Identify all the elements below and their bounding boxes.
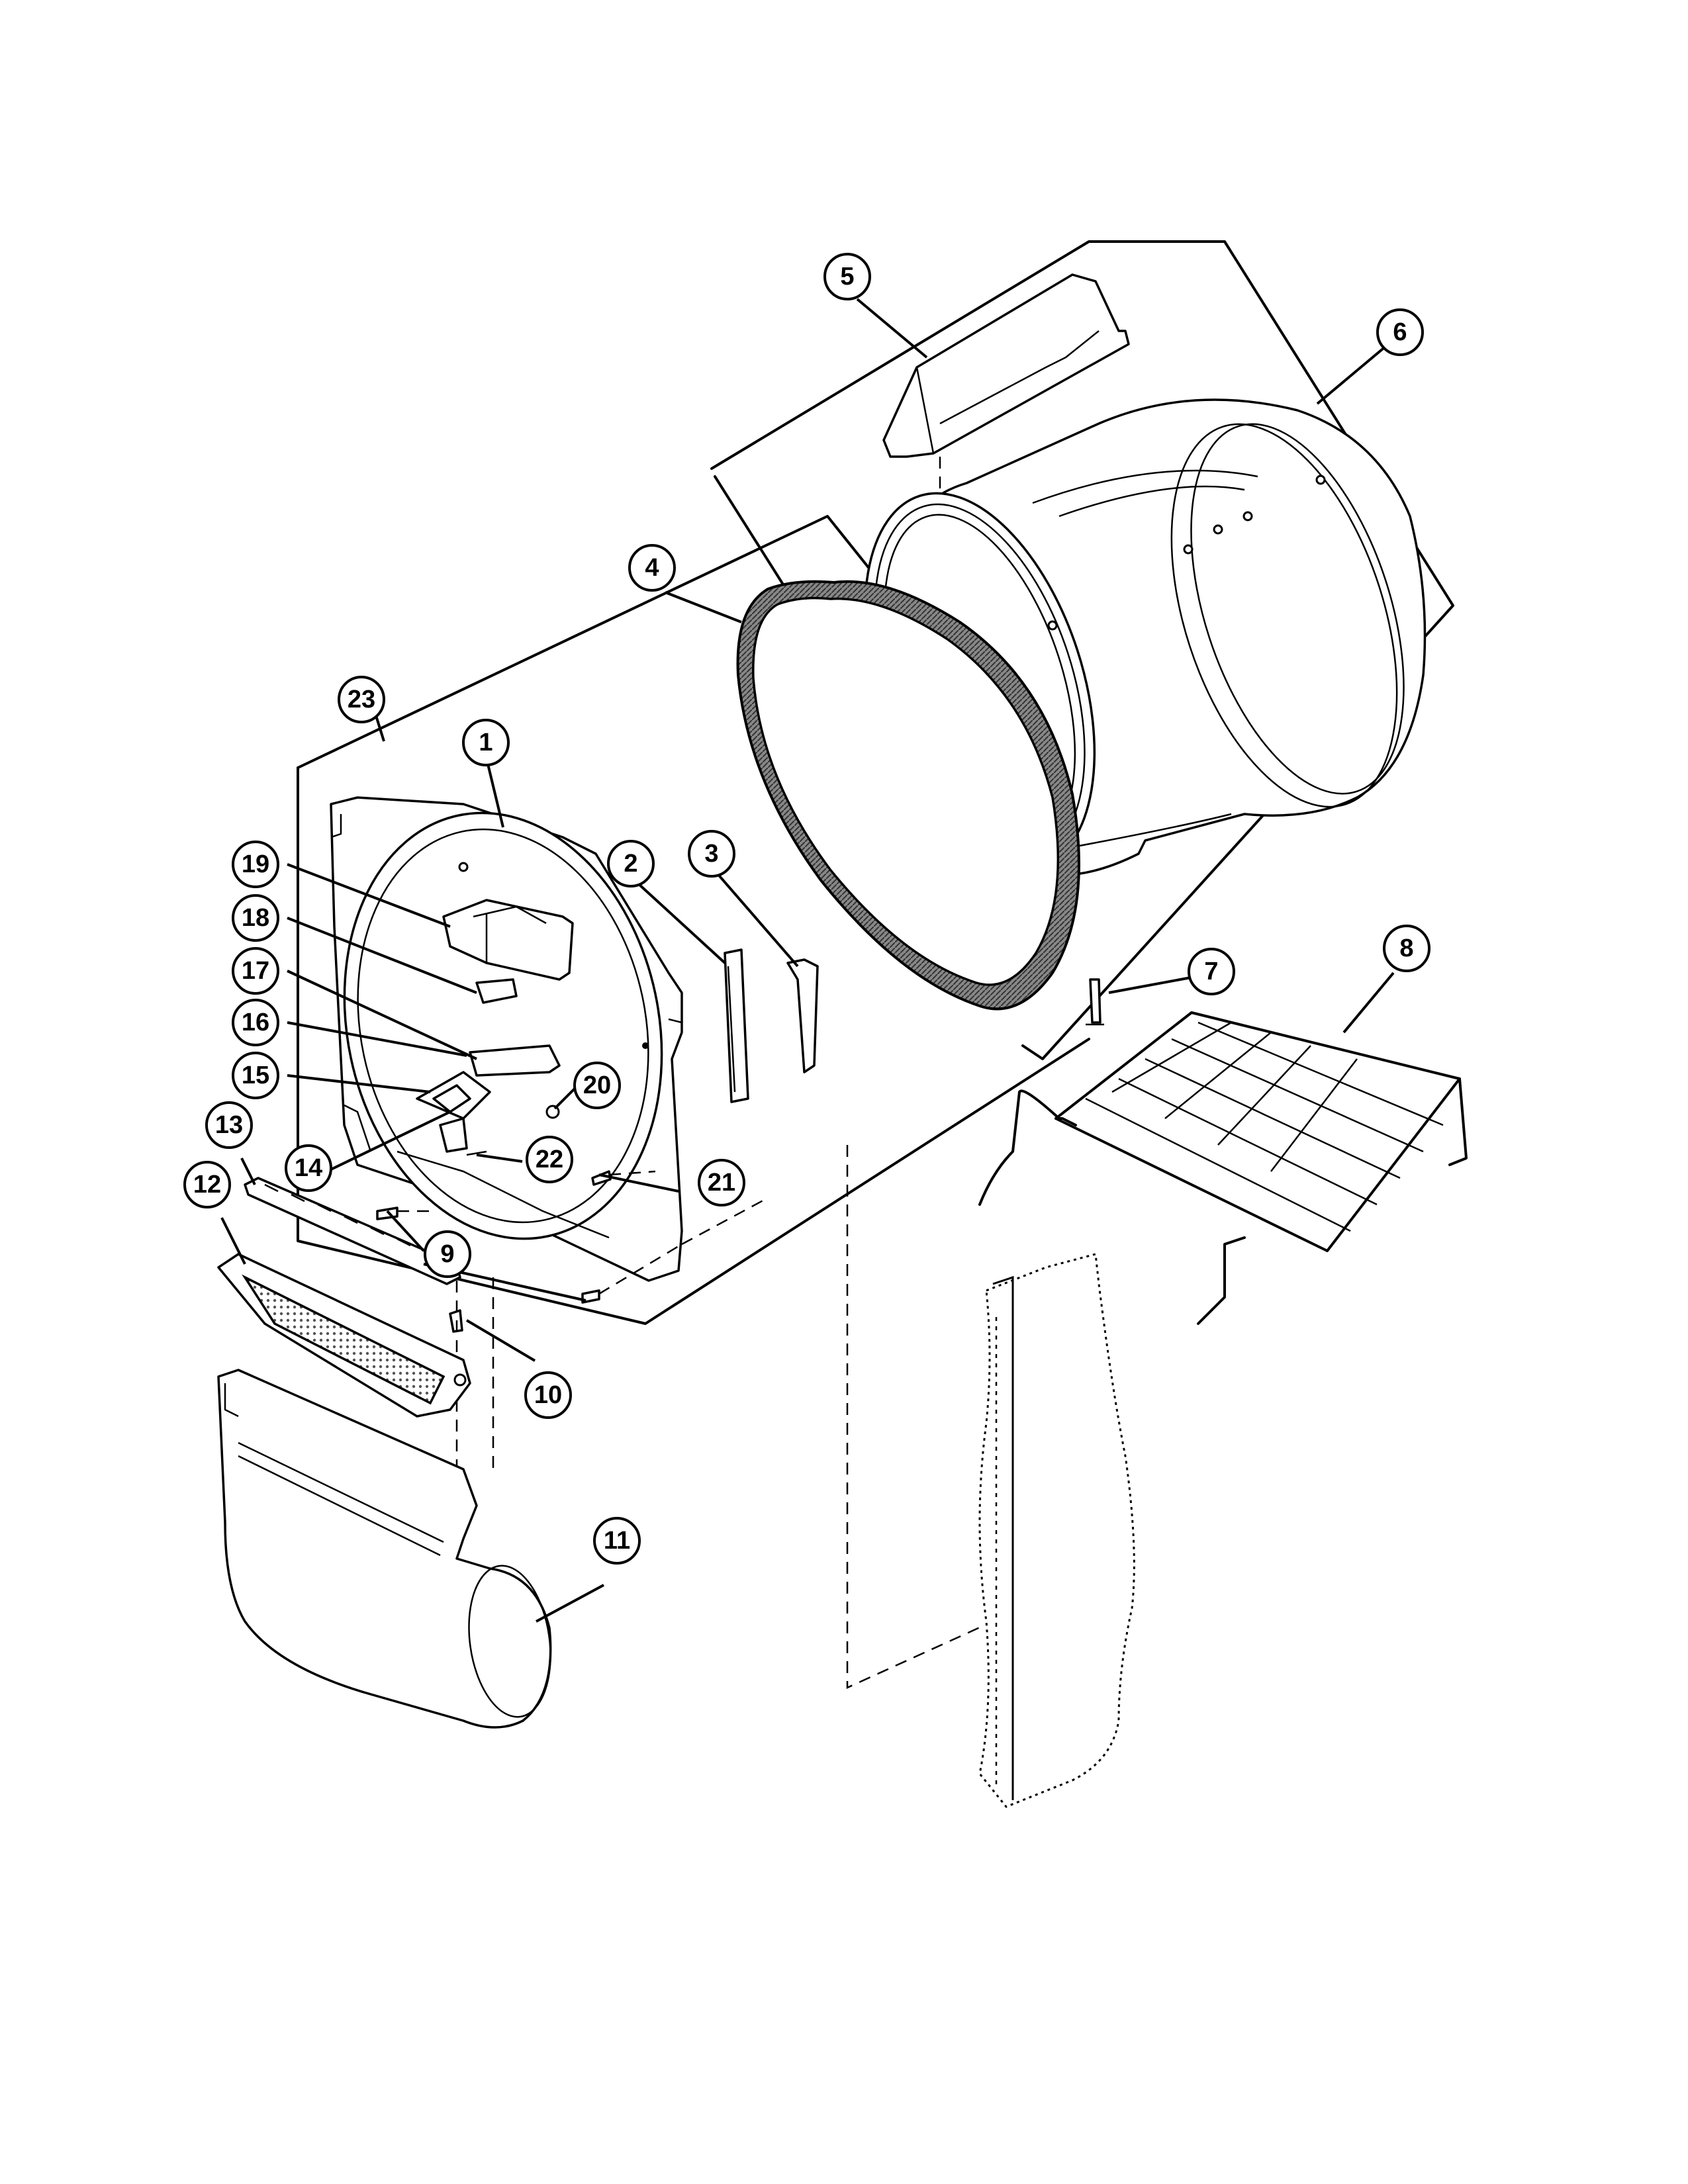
svg-text:7: 7 — [1204, 958, 1218, 985]
callout-6: 6 — [1376, 308, 1424, 356]
callout-16: 16 — [232, 999, 279, 1046]
drum-assembly-outline — [710, 240, 1454, 1060]
svg-text:15: 15 — [242, 1062, 269, 1089]
svg-text:4: 4 — [645, 554, 659, 582]
callout-2: 2 — [607, 840, 655, 887]
switch-bracket — [469, 1044, 561, 1077]
lint-screen — [217, 1253, 471, 1418]
callout-14: 14 — [285, 1144, 332, 1192]
callout-10: 10 — [524, 1371, 572, 1419]
callout-7: 7 — [1188, 948, 1235, 995]
svg-text:9: 9 — [440, 1240, 454, 1268]
front-bulkhead — [330, 796, 683, 1282]
screw-21 — [591, 1170, 612, 1186]
callout-23: 23 — [338, 676, 385, 723]
panel-dashed-guide — [846, 1145, 994, 1689]
door-switch-plunger — [475, 978, 518, 1004]
callout-19: 19 — [232, 841, 279, 888]
door-latch-strike — [724, 948, 749, 1103]
svg-text:19: 19 — [242, 850, 269, 878]
svg-text:14: 14 — [295, 1154, 322, 1182]
callout-11: 11 — [593, 1517, 641, 1565]
lint-filter-grille — [244, 1177, 461, 1285]
callout-12: 12 — [183, 1161, 231, 1208]
lint-guide-lines — [455, 1277, 494, 1476]
svg-text:13: 13 — [215, 1111, 243, 1139]
callout-22: 22 — [526, 1136, 573, 1183]
svg-text:5: 5 — [840, 263, 854, 291]
callout-3: 3 — [688, 830, 735, 878]
callout-4: 4 — [628, 544, 676, 592]
svg-text:3: 3 — [704, 840, 718, 868]
svg-text:11: 11 — [604, 1527, 630, 1555]
svg-text:10: 10 — [534, 1381, 562, 1409]
callout-18: 18 — [232, 894, 279, 942]
drum-baffle — [882, 273, 1130, 458]
svg-text:6: 6 — [1393, 318, 1407, 346]
front-panel-assembly-outline — [297, 515, 1090, 1325]
svg-text:21: 21 — [708, 1169, 735, 1197]
callout-8: 8 — [1383, 925, 1430, 972]
door-switch-housing — [442, 899, 574, 981]
sensor-bracket — [416, 1071, 491, 1153]
svg-text:20: 20 — [583, 1071, 611, 1099]
svg-text:2: 2 — [624, 850, 637, 878]
drum-seal — [736, 580, 1080, 1011]
callout-9: 9 — [424, 1230, 471, 1278]
drying-rack — [978, 1011, 1468, 1325]
screw-7 — [1086, 978, 1104, 1026]
svg-text:8: 8 — [1399, 934, 1413, 962]
side-panel-section — [978, 1253, 1135, 1808]
callout-17: 17 — [232, 947, 279, 995]
svg-text:22: 22 — [536, 1146, 563, 1173]
svg-text:18: 18 — [242, 904, 269, 932]
svg-text:23: 23 — [348, 686, 375, 713]
callout-15: 15 — [232, 1052, 279, 1099]
latch-bracket — [786, 958, 819, 1073]
svg-text:17: 17 — [242, 957, 269, 985]
svg-text:12: 12 — [193, 1171, 221, 1199]
screw-22 — [466, 1150, 487, 1156]
lint-duct — [217, 1369, 552, 1729]
callout-20: 20 — [573, 1062, 621, 1109]
callout-21: 21 — [698, 1159, 745, 1206]
svg-text:1: 1 — [479, 729, 492, 756]
callout-13: 13 — [205, 1101, 253, 1149]
screw-guide-lines — [397, 1170, 769, 1295]
callout-5: 5 — [823, 253, 871, 300]
callout-1: 1 — [462, 719, 510, 766]
svg-text:16: 16 — [242, 1009, 269, 1036]
